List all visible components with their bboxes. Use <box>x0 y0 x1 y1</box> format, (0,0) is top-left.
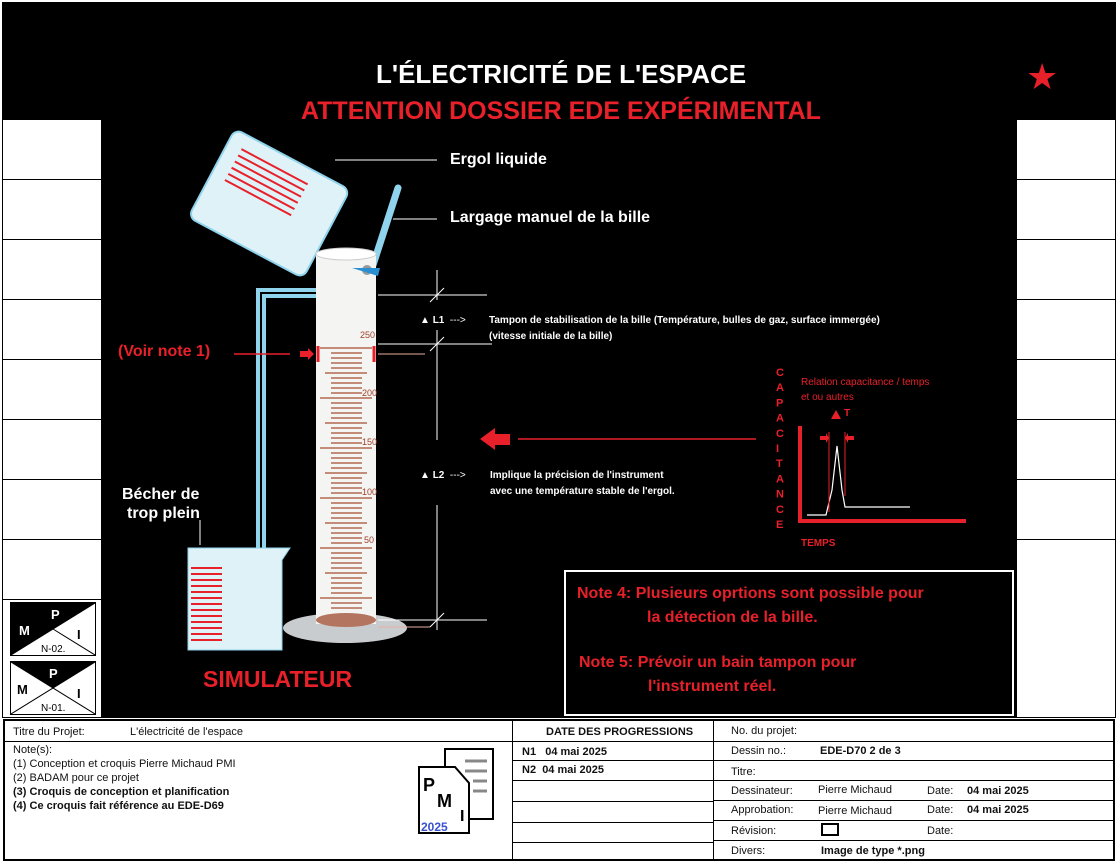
graph-ylabel-letter: A <box>776 413 784 425</box>
label-becher-1: Bécher de <box>122 486 200 503</box>
title-block: Titre du Projet: L'électricité de l'espa… <box>3 719 1115 861</box>
star-icon: ★ <box>1026 56 1059 97</box>
note-2: (2) BADAM pour ce projet <box>13 772 139 784</box>
dessinateur-label: Dessinateur: <box>731 785 793 797</box>
revision-checkbox[interactable] <box>821 823 839 836</box>
tick-label-200: 200 <box>362 388 378 398</box>
graph-ylabel-letter: I <box>776 443 779 455</box>
label-largage: Largage manuel de la bille <box>450 209 651 226</box>
svg-text:M: M <box>17 682 28 697</box>
graph-ylabel-letter: N <box>776 489 784 501</box>
right-margin-grid <box>1017 120 1115 717</box>
note4-line1: Note 4: Plusieurs oprtions sont possible… <box>577 585 924 602</box>
tick-label-50: 50 <box>364 535 375 545</box>
graph-title-2: et ou autres <box>801 392 854 403</box>
approbation-value: Pierre Michaud <box>818 805 892 817</box>
graph-ylabel-letter: E <box>776 519 783 531</box>
label-voir-note: (Voir note 1) <box>118 343 211 360</box>
progress-n2: N2 04 mai 2025 <box>522 764 604 776</box>
capacitance-graph <box>798 410 966 523</box>
graph-ylabel-letter: C <box>776 504 784 516</box>
svg-text:M: M <box>437 791 452 811</box>
l1-marker: ▲ L1 ---> <box>420 315 466 326</box>
svg-text:I: I <box>77 627 81 642</box>
graph-ylabel-letter: P <box>776 397 783 409</box>
svg-text:P: P <box>423 775 435 795</box>
approbation-date: 04 mai 2025 <box>967 804 1029 816</box>
graph-ylabel-letter: A <box>776 382 784 394</box>
projet-label: Titre du Projet: <box>13 726 85 738</box>
pouring-beaker <box>190 130 349 277</box>
revision-label: Révision: <box>731 825 777 837</box>
tick-label-250: 250 <box>360 330 376 340</box>
tick-label-100: 100 <box>362 487 378 497</box>
revision-date-label: Date: <box>927 825 954 837</box>
label-becher-2: trop plein <box>127 505 200 522</box>
svg-text:I: I <box>77 686 81 701</box>
tick-label-150: 150 <box>362 437 378 447</box>
svg-text:M: M <box>19 623 30 638</box>
graph-delta-t: T <box>844 408 851 419</box>
svg-text:P: P <box>49 666 58 681</box>
svg-text:2025: 2025 <box>421 820 448 834</box>
dessinateur-date-label: Date: <box>927 785 954 797</box>
graph-ylabel-letter: C <box>776 367 784 379</box>
note-1: (1) Conception et croquis Pierre Michaud… <box>13 758 236 770</box>
svg-text:N-02.: N-02. <box>41 644 65 655</box>
notes-box <box>564 570 1014 716</box>
dessin-label: Dessin no.: <box>731 745 787 757</box>
svg-text:P: P <box>51 607 60 622</box>
titre-label: Titre: <box>731 766 756 778</box>
approbation-label: Approbation: <box>731 804 794 816</box>
divers-label: Divers: <box>731 845 766 857</box>
note4-line2: la détection de la bille. <box>647 609 818 626</box>
graph-ylabel-letter: T <box>776 458 783 470</box>
pmi-logo: P M I 2025 <box>418 748 494 834</box>
dessin-value: EDE-D70 2 de 3 <box>820 745 901 757</box>
divers-value: Image de type *.png <box>821 845 925 857</box>
note5-line1: Note 5: Prévoir un bain tampon pour <box>579 654 857 671</box>
notes-label: Note(s): <box>13 744 53 756</box>
dessinateur-value: Pierre Michaud <box>818 784 892 796</box>
l2-text-1: Implique la précision de l'instrument <box>490 470 664 481</box>
page-subtitle: ATTENTION DOSSIER EDE EXPÉRIMENTAL <box>301 97 821 125</box>
progress-header: DATE DES PROGRESSIONS <box>546 726 694 738</box>
graph-ylabel-letter: A <box>776 473 784 485</box>
note-3: (3) Croquis de conception et planificati… <box>13 786 230 798</box>
dessinateur-date: 04 mai 2025 <box>967 785 1029 797</box>
note-4: (4) Ce croquis fait référence au EDE-D69 <box>13 800 224 812</box>
no-projet-label: No. du projet: <box>731 725 798 737</box>
page-title: L'ÉLECTRICITÉ DE L'ESPACE <box>376 59 747 89</box>
note5-line2: l'instrument réel. <box>648 678 777 695</box>
l1-text-1: Tampon de stabilisation de la bille (Tem… <box>489 315 880 326</box>
mpi-stamp-n01: P M I N-01. <box>10 661 96 715</box>
svg-text:N-01.: N-01. <box>41 703 65 714</box>
label-ergol: Ergol liquide <box>450 151 547 168</box>
l2-text-2: avec une température stable de l'ergol. <box>490 486 675 497</box>
svg-text:I: I <box>460 808 464 825</box>
projet-value: L'électricité de l'espace <box>130 726 244 738</box>
graph-ylabel-letter: C <box>776 428 784 440</box>
label-simulateur: SIMULATEUR <box>203 666 353 692</box>
graph-title-1: Relation capacitance / temps <box>801 377 930 388</box>
l2-marker: ▲ L2 ---> <box>420 470 466 481</box>
graph-xlabel: TEMPS <box>801 538 836 549</box>
mpi-stamp-n02: P M I N-02. <box>10 602 96 656</box>
progress-n1: N1 04 mai 2025 <box>522 746 608 758</box>
l1-text-2: (vitesse initiale de la bille) <box>489 331 613 342</box>
approbation-date-label: Date: <box>927 804 954 816</box>
